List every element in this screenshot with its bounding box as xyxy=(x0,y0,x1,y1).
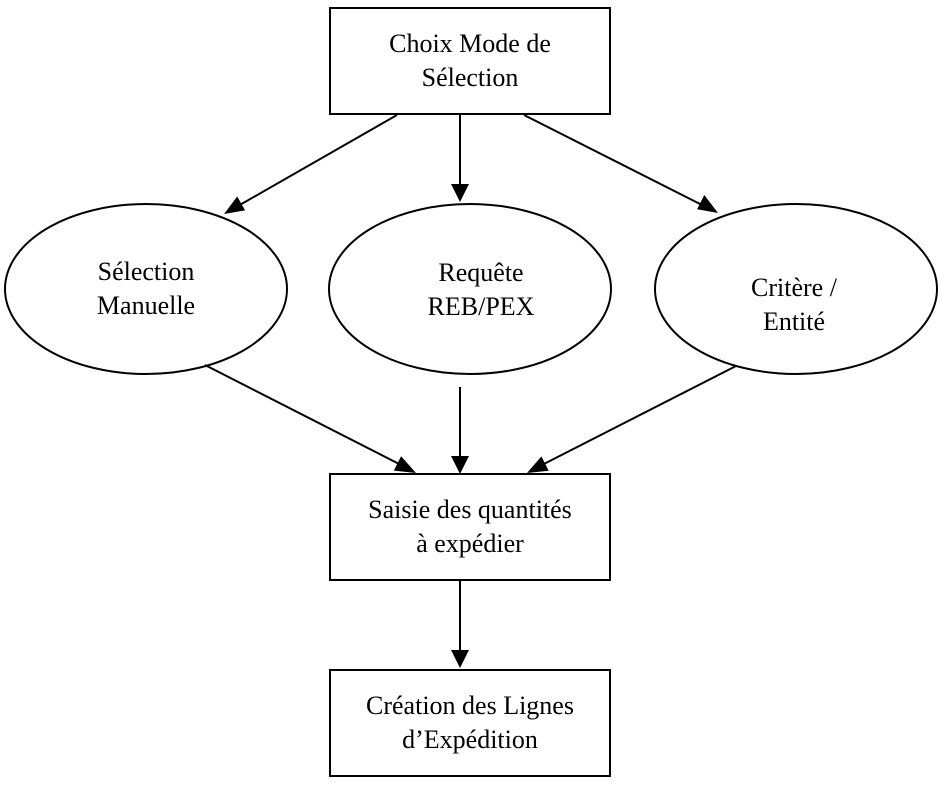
node-quantities-line2: à expédier xyxy=(416,529,524,558)
node-top-label: Choix Mode de Sélection xyxy=(330,8,610,114)
node-top-line1: Choix Mode de xyxy=(389,29,551,58)
arrowhead-manual xyxy=(224,196,246,214)
arrow-manual-to-quantities xyxy=(204,364,404,467)
node-creation-line2: d’Expédition xyxy=(402,725,538,754)
arrowhead-query xyxy=(451,184,469,202)
node-criteria-label: Critère / Entité xyxy=(683,265,905,345)
node-criteria-line2: Entité xyxy=(762,307,826,336)
node-creation-label: Création des Lignes d’Expédition xyxy=(330,670,610,776)
node-top-line2: Sélection xyxy=(421,63,519,92)
node-criteria-ellipse xyxy=(654,203,938,375)
arrow-top-to-manual xyxy=(237,114,398,207)
arrowhead-criteria xyxy=(697,195,718,213)
node-manual-line1: Sélection xyxy=(97,257,195,286)
node-creation-box xyxy=(329,669,611,777)
node-manual-ellipse xyxy=(4,203,288,375)
arrowhead-quantities-center xyxy=(451,456,469,474)
node-criteria-line1: Critère / xyxy=(751,273,837,302)
node-manual-line2: Manuelle xyxy=(96,291,196,320)
arrow-top-to-criteria xyxy=(523,114,705,207)
node-top-box xyxy=(329,7,611,115)
node-quantities-box xyxy=(329,473,611,581)
node-query-ellipse xyxy=(328,203,612,375)
node-quantities-line1: Saisie des quantités xyxy=(368,495,572,524)
arrow-criteria-to-quantities xyxy=(539,365,737,467)
node-query-line2: REB/PEX xyxy=(427,292,535,321)
node-query-line1: Requête xyxy=(438,258,524,287)
arrowhead-quantities-right xyxy=(527,456,549,473)
node-manual-label: Sélection Manuelle xyxy=(36,249,256,329)
node-creation-line1: Création des Lignes xyxy=(366,691,574,720)
arrowhead-quantities-left xyxy=(393,456,416,473)
node-quantities-label: Saisie des quantités à expédier xyxy=(330,474,610,580)
node-query-label: Requête REB/PEX xyxy=(370,250,592,330)
arrowhead-creation xyxy=(451,650,469,668)
